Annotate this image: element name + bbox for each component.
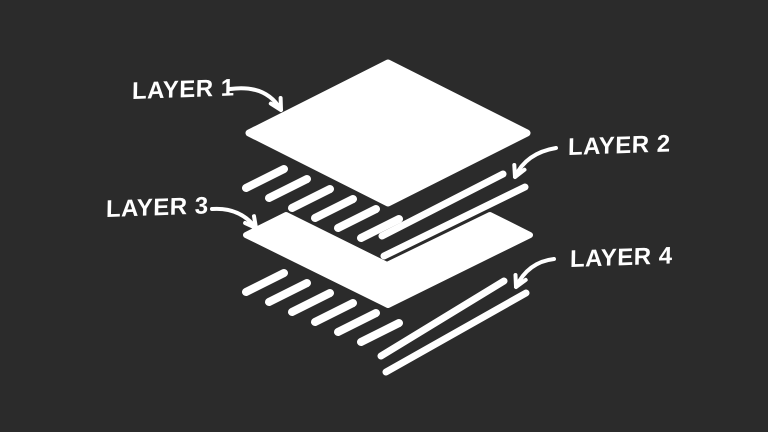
- layer-2-arrow-icon: [512, 146, 558, 179]
- layer-3-band: [243, 212, 533, 308]
- layer-2-label: LAYER 2: [567, 130, 671, 162]
- layer-3-arrow-icon: [210, 206, 258, 230]
- layer-1-arrow-icon: [228, 86, 283, 112]
- layer-4-label: LAYER 4: [569, 242, 673, 274]
- layer-2-hatch: [242, 165, 529, 260]
- layer-4-hatch: [242, 269, 530, 376]
- layer-4-arrow-icon: [513, 257, 556, 289]
- layer-1-plane: [245, 59, 531, 207]
- layer-1-label: LAYER 1: [131, 74, 235, 106]
- layer-3-label: LAYER 3: [105, 192, 209, 224]
